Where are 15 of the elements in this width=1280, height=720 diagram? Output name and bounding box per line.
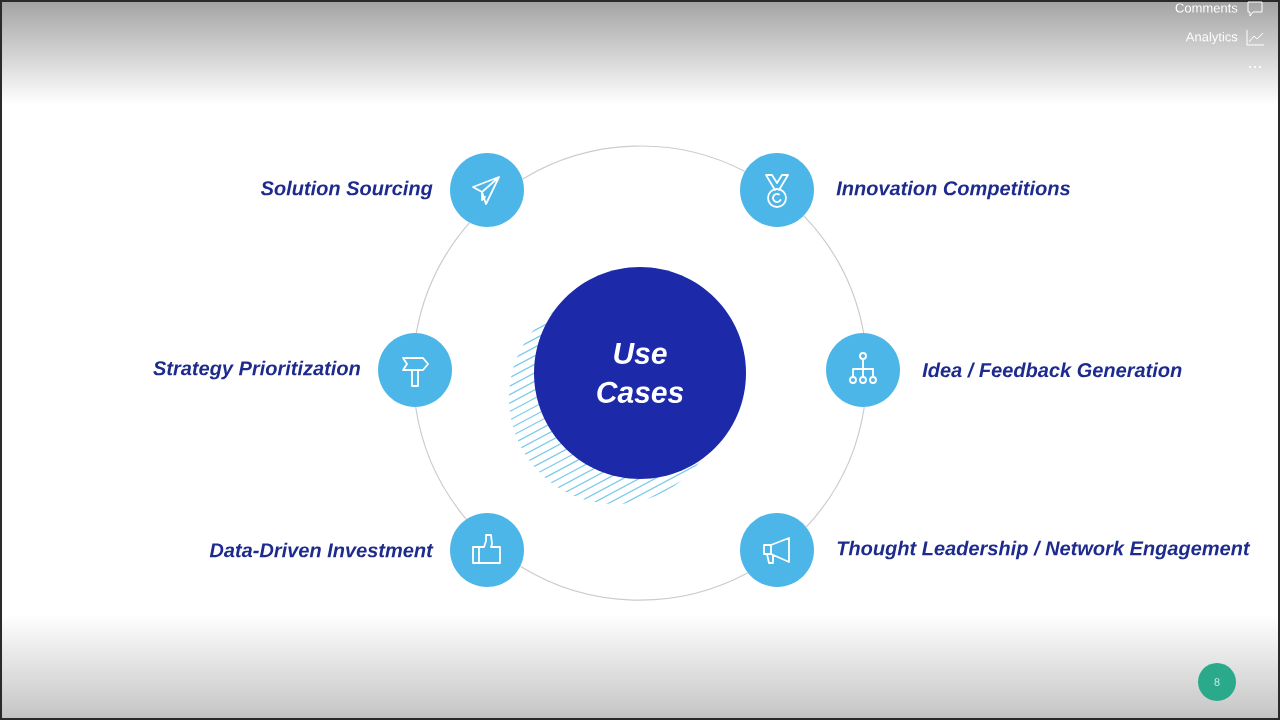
- page-number-badge: 8: [1198, 663, 1236, 701]
- menu-label: Comments: [1175, 3, 1238, 13]
- node-label: Strategy Prioritization: [153, 360, 360, 380]
- ring-arc: [415, 222, 471, 334]
- ring-arc: [415, 406, 467, 520]
- ring-arc: [521, 145, 746, 180]
- ring-arc: [803, 215, 865, 334]
- node-label: Innovation Competitions: [836, 180, 1070, 200]
- node-label: Solution Sourcing: [260, 180, 433, 200]
- ring-arc: [805, 406, 865, 528]
- node-label: Thought Leadership / Network Engagement: [837, 540, 1251, 560]
- node-label: Idea / Feedback Generation: [922, 362, 1182, 378]
- ring-arc: [519, 565, 749, 601]
- node-label: Data-Driven Investment: [209, 542, 434, 558]
- menu-label: Analytics: [1185, 31, 1238, 45]
